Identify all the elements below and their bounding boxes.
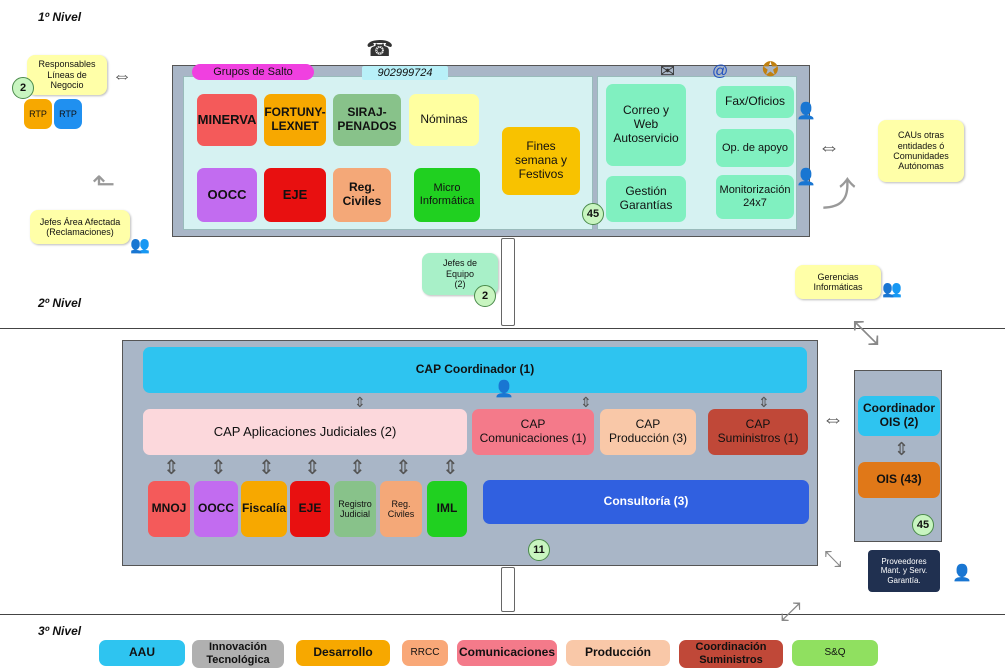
operator-icon: 👤 xyxy=(796,103,816,120)
curved-arrow: ⤴ xyxy=(822,176,856,214)
service-gestion-garantias: Gestión Garantías xyxy=(606,176,686,222)
grupos-de-salto-label: Grupos de Salto xyxy=(192,64,314,80)
group-minerva: MINERVA xyxy=(197,94,257,146)
level3-rrcc: RRCC xyxy=(402,640,448,666)
cap-aplicaciones: CAP Aplicaciones Judiciales (2) xyxy=(143,409,467,455)
vertical-arrow xyxy=(501,238,515,326)
service-fax-oficios: Fax/Oficios xyxy=(716,86,794,118)
group-siraj-penados: SIRAJ- PENADOS xyxy=(333,94,401,146)
group-eje: EJE xyxy=(264,168,326,222)
email-icon: @ xyxy=(712,63,729,80)
level-3-label: 3º Nivel xyxy=(38,624,82,638)
coordinador-ois: Coordinador OIS (2) xyxy=(858,396,940,436)
level3-coordinacion-suministros: Coordinación Suministros xyxy=(679,640,783,668)
people-icon: 👥 xyxy=(130,237,150,254)
group-reg-civiles: Reg. Civiles xyxy=(333,168,391,222)
app-registro-judicial: Registro Judicial xyxy=(334,481,376,537)
separator-line xyxy=(0,614,1005,615)
cap-comunicaciones: CAP Comunicaciones (1) xyxy=(472,409,594,455)
network-icon: ✪ xyxy=(762,59,779,81)
vertical-arrow xyxy=(501,567,515,612)
note-jefes-area: Jefes Área Afectada (Reclamaciones) xyxy=(30,210,130,244)
operator-icon: 👤 xyxy=(494,381,514,398)
connector-arrow: ⇕ xyxy=(304,457,321,479)
bidirectional-arrow: ⇔ xyxy=(818,134,840,159)
group-fortuny-lexnet: FORTUNY- LEXNET xyxy=(264,94,326,146)
connector-arrow: ⇕ xyxy=(442,457,459,479)
connector-arrow: ⇕ xyxy=(258,457,275,479)
phone-icon: ☎ xyxy=(366,36,394,61)
cap-produccion: CAP Producción (3) xyxy=(600,409,696,455)
service-op-apoyo: Op. de apoyo xyxy=(716,129,794,167)
phone-number: 902999724 xyxy=(362,66,448,80)
people-icon: 👥 xyxy=(882,281,902,298)
app-fiscalia: Fiscalía xyxy=(241,481,287,537)
group-nominas: Nóminas xyxy=(409,94,479,146)
connector-arrow: ⇕ xyxy=(894,439,910,459)
cap-suministros: CAP Suministros (1) xyxy=(708,409,808,455)
note-responsables: Responsables Líneas de Negocio xyxy=(27,55,107,95)
level3-aau: AAU xyxy=(99,640,185,666)
level3-innovacion: Innovación Tecnológica xyxy=(192,640,284,668)
group-fines-semana: Fines semana y Festivos xyxy=(502,127,580,195)
service-monitorizacion: Monitorización 24x7 xyxy=(716,175,794,219)
ois: OIS (43) xyxy=(858,462,940,498)
diagonal-arrow: ⤢ xyxy=(780,596,801,626)
group-oocc: OOCC xyxy=(197,168,257,222)
level3-desarrollo: Desarrollo xyxy=(296,640,390,666)
level1-count-badge: 45 xyxy=(582,203,604,225)
app-reg-civiles: Reg. Civiles xyxy=(380,481,422,537)
connector-arrow: ⇕ xyxy=(758,394,770,410)
app-eje: EJE xyxy=(290,481,330,537)
app-iml: IML xyxy=(427,481,467,537)
level3-comunicaciones: Comunicaciones xyxy=(457,640,557,666)
fax-icon: ✉ xyxy=(660,61,676,81)
group-micro-informatica: Micro Informática xyxy=(414,168,480,222)
connector-arrow: ⇕ xyxy=(580,394,592,410)
connector-arrow: ⇕ xyxy=(349,457,366,479)
rtp-badge-1: RTP xyxy=(24,99,52,129)
level-2-label: 2º Nivel xyxy=(38,296,82,310)
service-correo-web: Correo y Web Autoservicio xyxy=(606,84,686,166)
note-gerencias: Gerencias Informáticas xyxy=(795,265,881,299)
responsables-count: 2 xyxy=(12,77,34,99)
operator-icon: 👤 xyxy=(796,169,816,186)
consultoria: Consultoría (3) xyxy=(483,480,809,524)
separator-line xyxy=(0,328,1005,329)
level3-produccion: Producción xyxy=(566,640,670,666)
app-oocc: OOCC xyxy=(194,481,238,537)
level2-count-badge: 11 xyxy=(528,539,550,561)
curved-arrow: ⬑ xyxy=(92,168,116,199)
connector-arrow: ⇕ xyxy=(354,394,366,410)
cap-coordinador: CAP Coordinador (1) xyxy=(143,347,807,393)
app-mnoj: MNOJ xyxy=(148,481,190,537)
bidirectional-arrow: ⇔ xyxy=(822,406,844,431)
level-1-label: 1º Nivel xyxy=(38,10,82,24)
ois-count-badge: 45 xyxy=(912,514,934,536)
person-icon: 👤 xyxy=(952,565,972,582)
bidirectional-arrow: ⇔ xyxy=(112,65,132,87)
level3-sq: S&Q xyxy=(792,640,878,666)
jefes-equipo-count: 2 xyxy=(474,285,496,307)
connector-arrow: ⇕ xyxy=(210,457,227,479)
note-caus: CAUs otras entidades ó Comunidades Autón… xyxy=(878,120,964,182)
diagonal-arrow: ⤡ xyxy=(852,314,880,352)
note-proveedores: Proveedores Mant. y Serv. Garantía. xyxy=(868,550,940,592)
rtp-badge-2: RTP xyxy=(54,99,82,129)
connector-arrow: ⇕ xyxy=(163,457,180,479)
connector-arrow: ⇕ xyxy=(395,457,412,479)
diagonal-arrow: ⤡ xyxy=(824,546,842,571)
